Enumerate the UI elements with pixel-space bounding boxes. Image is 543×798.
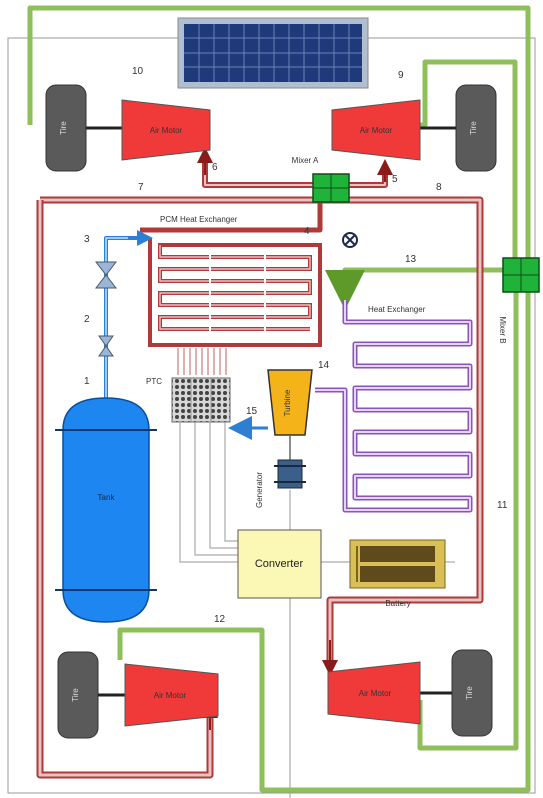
- tire-top-right-label: Tire: [469, 121, 478, 135]
- stream-2: 2: [84, 314, 90, 325]
- mixer-a-label: Mixer A: [292, 156, 319, 165]
- stream-10: 10: [132, 66, 144, 77]
- air-motor-top-right: [331, 99, 421, 161]
- air-line-13: [325, 267, 508, 310]
- stream-9: 9: [398, 70, 404, 81]
- stream-13: 13: [405, 254, 417, 265]
- heat-exchanger: [315, 300, 473, 513]
- ptc-label: PTC: [146, 377, 162, 386]
- check-valve: [342, 232, 358, 248]
- ptc-wires: [177, 348, 227, 375]
- air-motor-bottom-right: [327, 661, 421, 725]
- hx-label: Heat Exchanger: [368, 305, 426, 314]
- air-motor-bottom-right-label: Air Motor: [359, 689, 392, 698]
- stream-5: 5: [392, 174, 398, 185]
- tank-label: Tank: [98, 493, 116, 502]
- air-motor-top-left: [121, 99, 211, 161]
- stream-6: 6: [212, 162, 218, 173]
- generator: [274, 459, 306, 489]
- air-line-12: [117, 282, 531, 793]
- stream-14: 14: [318, 360, 330, 371]
- pcm-hx-label: PCM Heat Exchanger: [160, 215, 238, 224]
- stream-7: 7: [138, 182, 144, 193]
- air-motor-top-right-label: Air Motor: [360, 126, 393, 135]
- ptc-heater: [171, 377, 231, 423]
- converter-label: Converter: [255, 558, 304, 570]
- air-motor-top-left-label: Air Motor: [150, 126, 183, 135]
- valve-upper[interactable]: [94, 261, 118, 289]
- hot-pipe-4: [140, 200, 323, 233]
- stream-4: 4: [304, 226, 310, 237]
- generator-label: Generator: [255, 472, 264, 508]
- stream-11: 11: [497, 500, 508, 511]
- battery: [349, 539, 446, 589]
- solar-panel: [177, 17, 369, 89]
- electrical-wiring: [179, 422, 455, 563]
- mixer-a: [312, 173, 350, 203]
- battery-label: Battery: [385, 599, 410, 608]
- tire-bottom-left-label: Tire: [71, 688, 80, 702]
- turbine: [267, 369, 313, 436]
- stream-12: 12: [214, 614, 226, 625]
- valve-lower[interactable]: [98, 335, 114, 357]
- tire-top-left-label: Tire: [59, 121, 68, 135]
- stream-3: 3: [84, 234, 90, 245]
- tire-bottom-right-label: Tire: [465, 686, 474, 700]
- mixer-b-label: Mixer B: [498, 316, 507, 343]
- air-motor-bottom-left-label: Air Motor: [154, 691, 187, 700]
- air-line-10: [27, 5, 531, 270]
- stream-8: 8: [436, 182, 442, 193]
- turbine-label: Turbine: [283, 389, 292, 416]
- air-motor-bottom-left: [124, 663, 219, 727]
- tank: [55, 397, 157, 623]
- mixer-b: [502, 257, 540, 293]
- stream-15: 15: [246, 406, 258, 417]
- converter: [237, 529, 322, 599]
- stream-1: 1: [84, 376, 90, 387]
